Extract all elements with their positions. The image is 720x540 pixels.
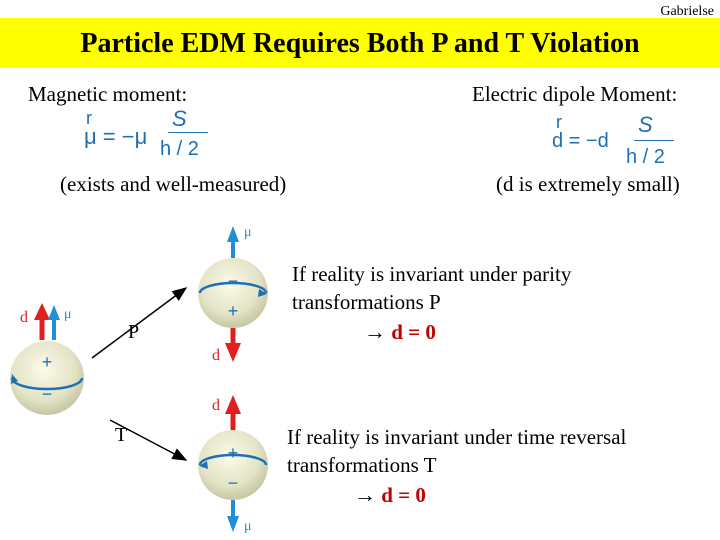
formula-denominator: h / 2 [626,146,665,168]
charge-sign-top: + [228,443,239,463]
spin-direction-icon [11,374,18,384]
p-branch-particle: − + μ d [198,225,268,364]
electric-dipole-note: (d is extremely small) [496,172,680,196]
formula-denominator: h / 2 [160,138,199,160]
spin-direction-icon [199,461,208,469]
d-arrow-head [225,343,241,362]
electric-dipole-heading: Electric dipole Moment: [472,82,678,106]
t-branch-particle: + − d μ [198,395,268,534]
parity-result-value: d = 0 [391,320,436,344]
vector-mark: r [86,108,92,128]
mu-arrow-label: μ [244,225,252,240]
parity-line-1: If reality is invariant under parity [292,262,572,286]
sphere [10,341,84,415]
slide-title: Particle EDM Requires Both P and T Viola… [80,28,640,59]
charge-sign-top: + [42,352,53,372]
mu-arrow-label: μ [64,307,72,322]
charge-sign-top: − [228,271,239,291]
sphere [198,258,268,328]
d-arrow-head [34,303,50,320]
formula-lhs: μ = −μ [84,124,148,149]
time-result-value: d = 0 [381,483,426,507]
electric-dipole-formula: r d = −d S h / 2 [548,106,688,172]
formula-spin: S [172,106,187,131]
mu-arrow-head [227,226,239,242]
t-branch-label: T [115,424,127,446]
magnetic-moment-note: (exists and well-measured) [60,172,287,196]
mu-arrow-label: μ [244,519,252,534]
magnetic-moment-heading: Magnetic moment: [28,82,188,106]
fraction-bar [168,132,208,133]
spin-band [10,377,84,391]
left-particle: + − d μ [10,303,84,415]
p-branch-arrow [91,287,188,359]
parity-line-2: transformations P [292,290,441,314]
spin-band [198,453,268,466]
implies-arrow-icon: → [354,482,376,507]
author-name: Gabrielse [660,4,714,19]
spin-direction-icon [258,289,267,297]
time-line-1: If reality is invariant under time rever… [287,425,627,449]
t-branch-arrow [109,419,188,461]
mu-arrow-head [48,305,60,320]
magnetic-moment-formula: r μ = −μ S h / 2 [80,98,220,164]
mu-arrow-head [227,516,239,532]
implies-arrow-icon: → [364,319,386,344]
time-line-2: transformations T [287,453,437,477]
vector-mark: r [556,112,562,132]
charge-sign-bottom: + [228,301,239,321]
sphere [198,430,268,500]
d-arrow-label: d [20,309,28,326]
d-arrow-label: d [212,347,220,364]
charge-sign-bottom: − [42,384,53,404]
charge-sign-bottom: − [228,473,239,493]
formula-lhs: d = −d [552,130,609,152]
time-result: → d = 0 [354,482,426,508]
title-bar [0,18,720,68]
fraction-bar [634,140,674,141]
formula-spin: S [638,112,653,137]
d-arrow-label: d [212,397,220,414]
parity-result: → d = 0 [364,319,436,345]
d-arrow-head [225,395,241,414]
spin-band [198,281,268,294]
p-branch-label: P [128,321,139,343]
